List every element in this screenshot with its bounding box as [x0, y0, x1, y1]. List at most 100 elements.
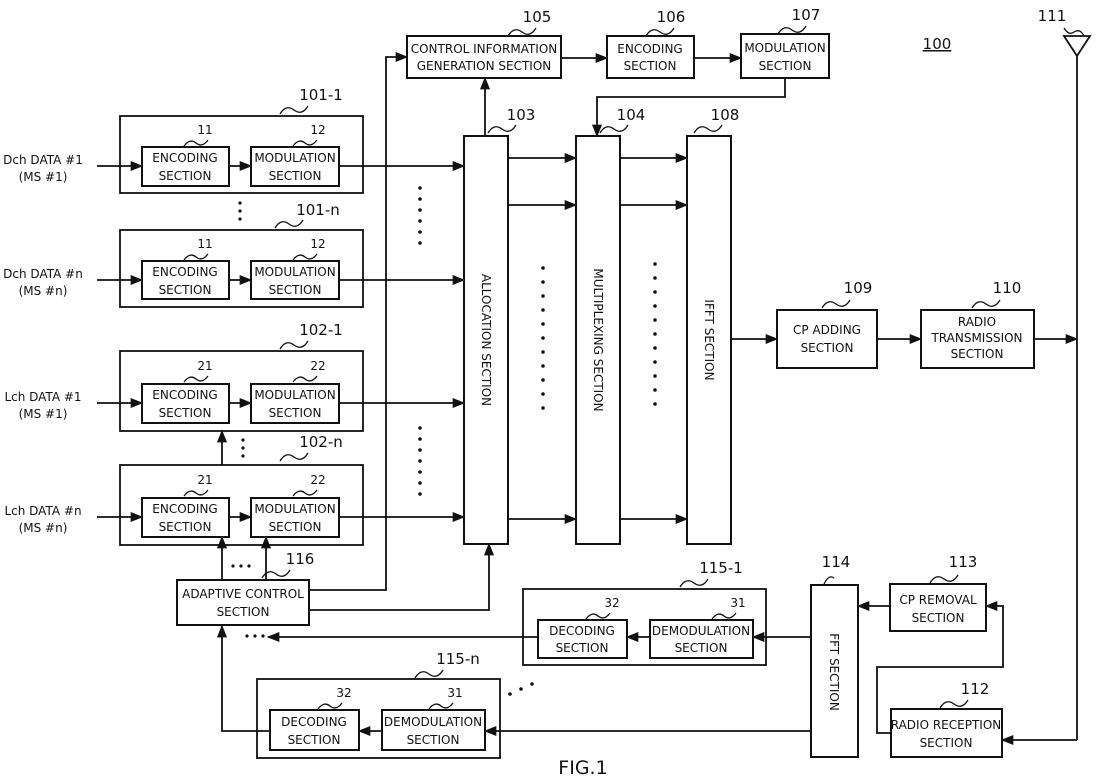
ref-105: 105 — [523, 8, 552, 26]
leader-110 — [972, 300, 1000, 308]
ellipsis-102 — [241, 438, 244, 457]
cp-adding-label-l1: CP ADDING — [793, 323, 861, 337]
modulation-label-102-1-l2: SECTION — [269, 406, 322, 420]
leader-107 — [778, 26, 806, 34]
ellipsis-adaptive-in — [245, 634, 264, 637]
adaptive-control-label-l1: ADAPTIVE CONTROL — [182, 587, 304, 601]
leader-102-n — [280, 453, 308, 461]
encoding-label-101-n-l1: ENCODING — [152, 265, 217, 279]
ellipsis-101 — [238, 201, 241, 220]
fft-label: FFT SECTION — [827, 633, 841, 711]
cp-removal-label-l2: SECTION — [912, 611, 965, 625]
input-lch1-l2: (MS #1) — [19, 407, 68, 421]
decoding-115-1-label-l1: DECODING — [549, 624, 615, 638]
sub-21-b: 21 — [197, 473, 212, 487]
leader-115-n — [415, 670, 443, 678]
leader-112 — [940, 700, 968, 708]
ref-102-1: 102-1 — [299, 321, 343, 339]
leader-102-1 — [280, 341, 308, 349]
ref-115-1: 115-1 — [699, 559, 743, 577]
input-dchn-l2: (MS #n) — [19, 284, 68, 298]
sub-22-b: 22 — [310, 473, 325, 487]
ref-102-n: 102-n — [299, 433, 343, 451]
encoding-label-101-1-l1: ENCODING — [152, 151, 217, 165]
decoding-115-1-label-l2: SECTION — [556, 641, 609, 655]
leader-115-1 — [680, 579, 708, 587]
ref-115-n: 115-n — [436, 650, 480, 668]
antenna-icon — [1064, 28, 1090, 740]
encoding-106-label-l2: SECTION — [624, 59, 677, 73]
multiplexing-label: MULTIPLEXING SECTION — [591, 268, 605, 411]
ref-107: 107 — [792, 6, 821, 24]
input-dch1-l2: (MS #1) — [19, 170, 68, 184]
radio-tx-label-l1: RADIO — [958, 315, 996, 329]
ellipsis-alloc-in-lower — [418, 426, 422, 496]
leader-104 — [600, 125, 628, 133]
modulation-label-102-n-l1: MODULATION — [254, 502, 335, 516]
cp-adding-label-l2: SECTION — [801, 341, 854, 355]
decoding-115-n-label-l1: DECODING — [281, 715, 347, 729]
ellipsis-mux-ifft — [653, 262, 657, 406]
modulation-label-101-1-l1: MODULATION — [254, 151, 335, 165]
encoding-106-label-l1: ENCODING — [617, 42, 682, 56]
sub-11-b: 11 — [197, 237, 212, 251]
modulation-label-102-n-l2: SECTION — [269, 520, 322, 534]
sub-21-a: 21 — [197, 359, 212, 373]
encoding-label-101-1-l2: SECTION — [159, 169, 212, 183]
modulation-107-label-l1: MODULATION — [744, 41, 825, 55]
sub-32-b: 32 — [336, 686, 351, 700]
leader-101-n — [275, 220, 303, 228]
demodulation-115-1-label-l2: SECTION — [675, 641, 728, 655]
ref-114: 114 — [822, 553, 851, 571]
input-dch1-l1: Dch DATA #1 — [3, 153, 83, 167]
ifft-label: IFFT SECTION — [702, 299, 716, 380]
ref-112: 112 — [961, 680, 990, 698]
ref-111: 111 — [1038, 7, 1067, 25]
leader-114 — [824, 577, 834, 584]
allocation-label: ALLOCATION SECTION — [479, 274, 493, 406]
modulation-label-101-n-l1: MODULATION — [254, 265, 335, 279]
input-lch1-l1: Lch DATA #1 — [4, 390, 81, 404]
sub-31-a: 31 — [730, 596, 745, 610]
sub-32-a: 32 — [604, 596, 619, 610]
encoding-label-102-n-l2: SECTION — [159, 520, 212, 534]
input-dchn-l1: Dch DATA #n — [3, 267, 83, 281]
leader-101-1 — [280, 106, 308, 114]
input-lchn-l1: Lch DATA #n — [4, 504, 81, 518]
leader-109 — [822, 300, 850, 308]
encoding-label-102-1-l1: ENCODING — [152, 388, 217, 402]
ref-110: 110 — [993, 279, 1022, 297]
modulation-107-label-l2: SECTION — [759, 59, 812, 73]
control-info-label-l2: GENERATION SECTION — [417, 59, 552, 73]
encoding-label-101-n-l2: SECTION — [159, 283, 212, 297]
ellipsis-demod — [508, 682, 534, 696]
ellipsis-adaptive-out — [231, 564, 250, 567]
encoding-label-102-1-l2: SECTION — [159, 406, 212, 420]
modulation-label-101-1-l2: SECTION — [269, 169, 322, 183]
ref-103: 103 — [507, 106, 536, 124]
leader-103 — [488, 125, 516, 133]
sub-12-b: 12 — [310, 237, 325, 251]
ref-106: 106 — [657, 8, 686, 26]
leader-106 — [646, 28, 674, 36]
ellipsis-alloc-in-upper — [418, 186, 422, 245]
ref-116: 116 — [286, 550, 315, 568]
leader-113 — [930, 575, 958, 583]
figure-caption: FIG.1 — [558, 757, 607, 779]
ref-109: 109 — [844, 279, 873, 297]
ref-101-1: 101-1 — [299, 86, 343, 104]
ref-108: 108 — [711, 106, 740, 124]
modulation-label-101-n-l2: SECTION — [269, 283, 322, 297]
sub-12-a: 12 — [310, 123, 325, 137]
control-info-label-l1: CONTROL INFORMATION — [411, 42, 558, 56]
leader-108 — [694, 125, 722, 133]
ref-113: 113 — [949, 553, 978, 571]
modulation-label-102-1-l1: MODULATION — [254, 388, 335, 402]
input-lchn-l2: (MS #n) — [19, 521, 68, 535]
ref-104: 104 — [617, 106, 646, 124]
radio-rx-label-l2: SECTION — [920, 736, 973, 750]
arrow-adaptive-allocation — [309, 544, 489, 610]
demodulation-115-n-label-l1: DEMODULATION — [384, 715, 482, 729]
ref-100: 100 — [923, 35, 952, 53]
sub-22-a: 22 — [310, 359, 325, 373]
